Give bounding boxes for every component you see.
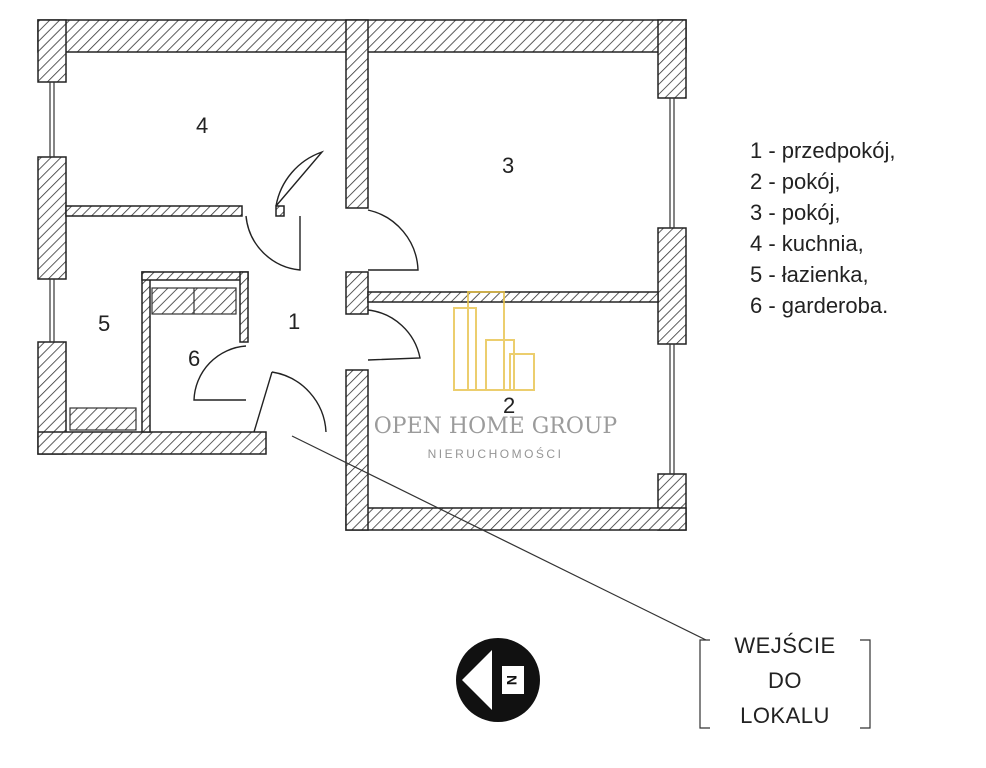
room-label-1: 1 (288, 309, 300, 334)
doors (193, 150, 421, 433)
walls (37, 19, 687, 531)
watermark-title: OPEN HOME GROUP (373, 414, 618, 439)
legend-item: 6 - garderoba. (750, 293, 889, 318)
bathroom-fixture (69, 407, 137, 431)
wall-bottom-left (37, 431, 267, 455)
room-legend: 1 - przedpokój, 2 - pokój, 3 - pokój, 4 … (750, 135, 896, 321)
wall-wardrobe-left (141, 271, 151, 433)
entrance-line-2: DO (768, 668, 802, 693)
legend-item: 1 - przedpokój, (750, 138, 896, 163)
watermark-logo (453, 291, 535, 391)
wall-right-top (657, 19, 687, 99)
wall-room3-room2 (367, 291, 659, 303)
door-room3 (367, 209, 419, 271)
room-label-5: 5 (98, 311, 110, 336)
room-label-3: 3 (502, 153, 514, 178)
room-label-6: 6 (188, 346, 200, 371)
room-label-2: 2 (503, 393, 515, 418)
wall-wardrobe-right (239, 271, 249, 343)
wall-center-mid (345, 271, 369, 315)
legend-item: 4 - kuchnia, (750, 231, 864, 256)
compass-icon: N (456, 638, 540, 722)
wall-bottom-right (345, 507, 687, 531)
wall-left-top (37, 19, 67, 83)
door-kitchen (275, 150, 325, 207)
windows (49, 82, 675, 474)
entrance-leader (291, 435, 871, 729)
room-label-4: 4 (196, 113, 208, 138)
wall-center-upper (345, 19, 369, 209)
wall-left-mid (37, 156, 67, 280)
door-entrance (253, 371, 327, 433)
legend-item: 2 - pokój, (750, 169, 841, 194)
fixtures (69, 287, 237, 431)
wall-kitchen-stub (275, 205, 285, 217)
compass-letter: N (504, 675, 520, 685)
watermark-subtitle: NIERUCHOMOŚCI (427, 447, 564, 461)
wall-kitchen-bath (65, 205, 243, 217)
door-room2 (367, 309, 421, 361)
wall-wardrobe-top (141, 271, 249, 281)
legend-item: 5 - łazienka, (750, 262, 869, 287)
legend-item: 3 - pokój, (750, 200, 841, 225)
entrance-label: WEJŚCIE DO LOKALU (700, 628, 870, 733)
wall-center-lower (345, 369, 369, 531)
entrance-line-1: WEJŚCIE (734, 633, 836, 658)
door-bath (245, 215, 301, 271)
door-wardrobe (193, 345, 247, 401)
wall-right-mid (657, 227, 687, 345)
entrance-line-3: LOKALU (740, 703, 830, 728)
